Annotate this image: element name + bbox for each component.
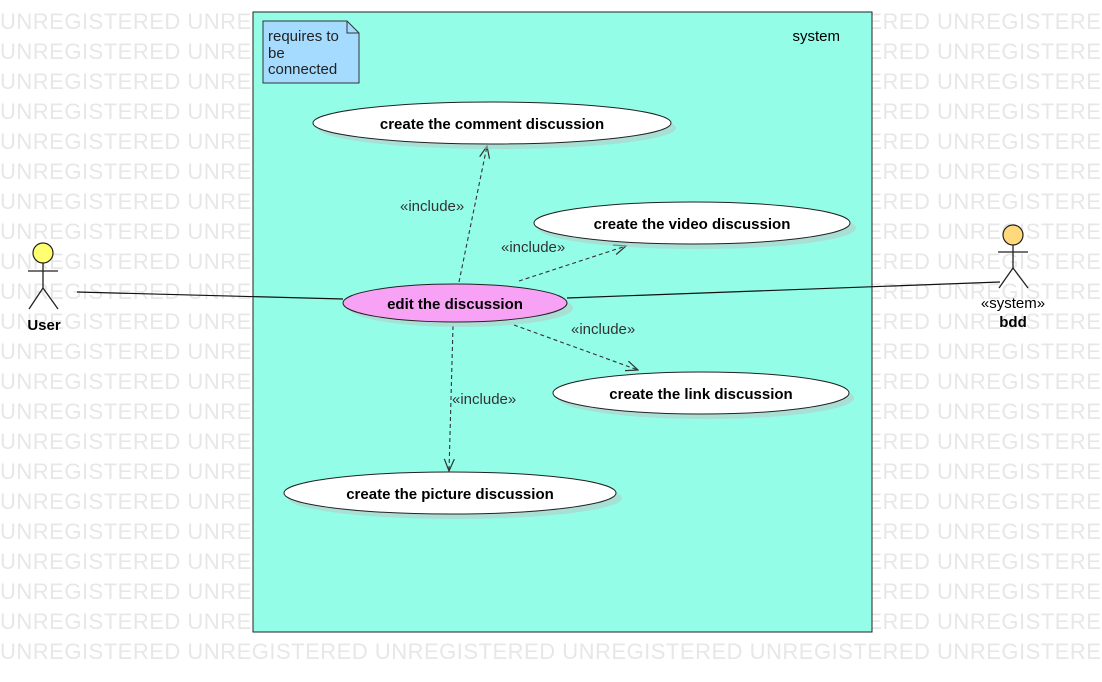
include-edge-comment[interactable]	[458, 146, 487, 283]
note[interactable]: requires to be connected	[262, 20, 360, 84]
include-edge-video[interactable]	[518, 246, 626, 282]
use-case-create-link-discussion[interactable]: create the link discussion	[552, 371, 850, 415]
actor-head	[32, 242, 54, 264]
association-edit-bdd[interactable]	[566, 281, 1001, 299]
actor-head	[1002, 224, 1024, 246]
use-case-label: create the link discussion	[609, 386, 792, 403]
include-edge-picture[interactable]	[449, 325, 453, 471]
use-case-edit-discussion[interactable]: edit the discussion	[342, 283, 568, 323]
note-corner-fold	[346, 21, 359, 34]
actor-bdd-name: bdd	[999, 314, 1027, 331]
actor-bdd-stereotype: «system»	[981, 295, 1045, 312]
note-shape	[262, 20, 360, 84]
system-label: system	[792, 28, 840, 45]
include-edge-link[interactable]	[513, 324, 638, 370]
use-case-label: create the picture discussion	[346, 486, 554, 503]
actor-bdd[interactable]: «system» bdd	[981, 224, 1045, 331]
include-label-comment: «include»	[400, 198, 464, 215]
use-case-create-picture-discussion[interactable]: create the picture discussion	[283, 471, 617, 515]
association-user-edit[interactable]	[76, 291, 344, 300]
use-case-label: edit the discussion	[387, 296, 523, 313]
actor-user-name: User	[27, 317, 61, 334]
use-case-label: create the comment discussion	[380, 116, 604, 133]
note-line-2: be	[268, 45, 285, 62]
watermark-text: UNREGISTERED UNREGISTERED UNREGISTERED U…	[0, 639, 1102, 664]
note-line-1: requires to	[268, 28, 339, 45]
include-label-video: «include»	[501, 239, 565, 256]
use-case-create-comment-discussion[interactable]: create the comment discussion	[312, 101, 672, 145]
include-label-link: «include»	[571, 321, 635, 338]
use-case-create-video-discussion[interactable]: create the video discussion	[533, 201, 851, 245]
note-line-3: connected	[268, 61, 337, 78]
actor-user[interactable]: User	[27, 242, 61, 334]
use-case-label: create the video discussion	[594, 216, 791, 233]
include-label-picture: «include»	[452, 391, 516, 408]
